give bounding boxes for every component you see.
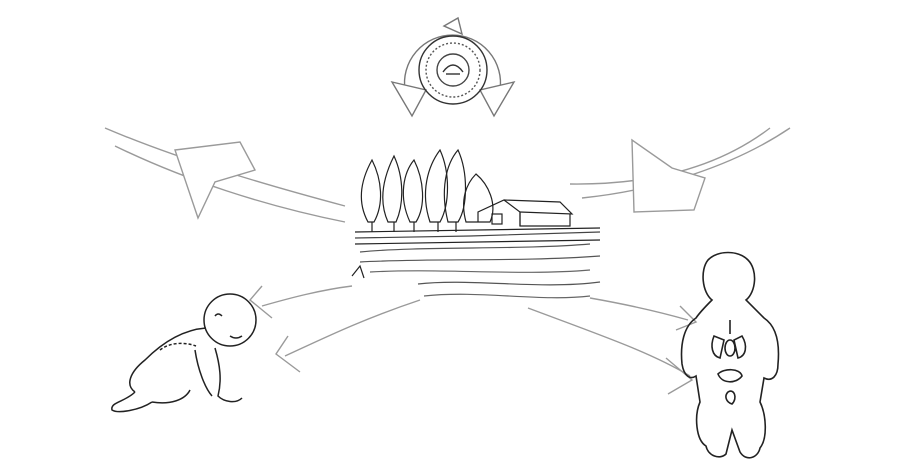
child-internal-organs-icon [682, 253, 779, 458]
farm-landscape-icon [352, 150, 600, 298]
arrow-to-infant [250, 286, 420, 372]
recycle-emblem-icon [392, 18, 514, 116]
arrow-to-child [528, 298, 696, 394]
crawling-baby-icon [112, 294, 256, 412]
arrow-from-top-right [570, 128, 790, 212]
arrow-to-top-left [105, 128, 345, 222]
